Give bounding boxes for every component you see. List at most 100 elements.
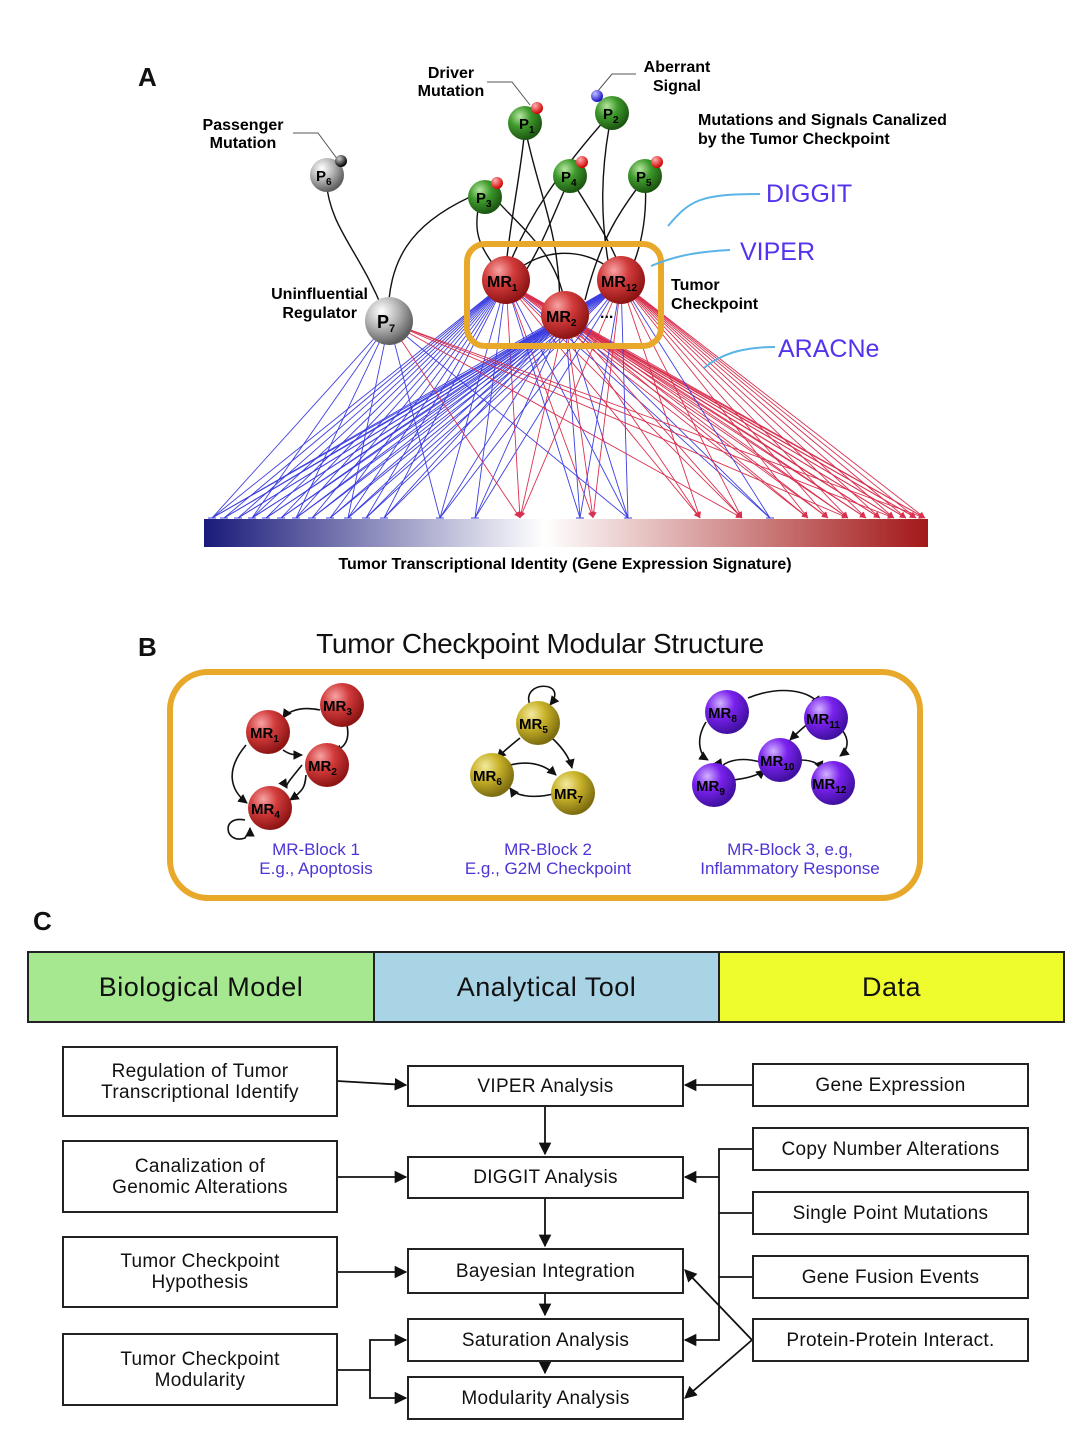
- node-p7: P7: [365, 297, 413, 345]
- node-b-mr10: MR10: [758, 738, 802, 782]
- activation-edge: [564, 316, 701, 519]
- activation-edge: [388, 321, 895, 519]
- repression-edge: [211, 281, 507, 519]
- repression-edge: [211, 321, 390, 519]
- activation-edge-arrowhead: [519, 511, 526, 518]
- panel-a-letter: A: [138, 62, 157, 92]
- tool-box-viper: VIPER Analysis: [407, 1065, 684, 1107]
- node-b-mr1: MR1: [246, 710, 290, 754]
- svg-text:MR-Block 2: MR-Block 2: [504, 840, 592, 859]
- svg-text:Passenger: Passenger: [203, 117, 284, 134]
- repression-edge: [505, 281, 581, 519]
- driver-mutation-dot: [531, 102, 543, 114]
- node-b-mr2: MR2: [305, 743, 349, 787]
- node-p6: P6: [310, 155, 347, 192]
- node-p3: P3: [468, 177, 503, 214]
- activation-edge: [620, 281, 809, 519]
- repression-edge: [505, 281, 629, 519]
- repression-edge: [295, 321, 390, 519]
- signature-label: Tumor Transcriptional Identity (Gene Exp…: [338, 556, 791, 573]
- repression-edge: [439, 316, 566, 519]
- node-p4: P4: [553, 156, 588, 193]
- activation-edge: [620, 281, 895, 519]
- svg-text:P6: P6: [316, 168, 332, 188]
- svg-text:MR12: MR12: [812, 776, 847, 796]
- driver-mutation-dot: [491, 177, 503, 189]
- svg-text:MR2: MR2: [546, 309, 577, 329]
- repression-edge: [579, 281, 622, 519]
- panel-c-letter: C: [33, 906, 52, 936]
- driver-mutation-dot: [651, 156, 663, 168]
- repression-edge: [388, 321, 629, 519]
- node-b-mr3: MR3: [320, 683, 364, 727]
- tool-box-saturation: Saturation Analysis: [407, 1318, 684, 1362]
- activation-edge-arrowhead: [909, 511, 916, 518]
- activation-edge: [505, 281, 594, 519]
- activation-edge: [620, 281, 881, 519]
- header-analytical-tool: Analytical Tool: [373, 951, 720, 1023]
- node-p1: P1: [508, 102, 543, 140]
- activation-edge: [388, 321, 521, 519]
- activation-edge: [620, 281, 701, 519]
- node-mr1: MR1: [482, 256, 530, 304]
- svg-text:P2: P2: [603, 106, 619, 126]
- activation-edge-arrowhead: [873, 511, 880, 518]
- svg-text:MR6: MR6: [473, 768, 502, 788]
- data-box-ppi: Protein-Protein Interact.: [752, 1318, 1029, 1362]
- repression-edge: [329, 281, 507, 519]
- activation-edge: [564, 316, 743, 519]
- header-data: Data: [718, 951, 1065, 1023]
- activation-edge: [388, 321, 743, 519]
- svg-text:P4: P4: [561, 169, 577, 189]
- activation-edge-arrowhead: [801, 511, 808, 518]
- mr-ellipsis: ...: [600, 305, 613, 322]
- repression-edge: [251, 281, 507, 519]
- panel-c-connectors: [336, 1078, 753, 1405]
- repression-edge: [474, 316, 566, 519]
- tumor-checkpoint-box: [464, 241, 664, 349]
- svg-text:MR9: MR9: [696, 778, 725, 798]
- activation-edge: [564, 316, 881, 519]
- svg-text:MR3: MR3: [323, 698, 352, 718]
- repression-edge: [388, 321, 441, 519]
- passenger-mutation-dot: [335, 155, 347, 167]
- tool-box-bayesian: Bayesian Integration: [407, 1248, 684, 1294]
- activation-edge: [564, 316, 907, 519]
- block2-caption: MR-Block 2 E.g., G2M Checkpoint: [465, 840, 632, 878]
- svg-text:MR-Block 1: MR-Block 1: [272, 840, 360, 859]
- activation-edge-arrowhead: [695, 511, 701, 518]
- repression-edge: [620, 281, 771, 519]
- svg-text:Inflammatory Response: Inflammatory Response: [700, 859, 880, 878]
- svg-text:MR10: MR10: [760, 753, 795, 773]
- svg-text:MR4: MR4: [251, 801, 280, 821]
- svg-text:P1: P1: [519, 116, 535, 136]
- svg-text:Tumor: Tumor: [671, 277, 720, 294]
- panel-a-diagram: Tumor Transcriptional Identity (Gene Exp…: [203, 59, 947, 573]
- activation-edge-arrowhead: [841, 512, 848, 519]
- activation-edge: [592, 281, 622, 519]
- repression-edge: [329, 316, 566, 519]
- activation-edge-arrowhead: [735, 512, 742, 518]
- block1-caption: MR-Block 1 E.g., Apoptosis: [259, 840, 372, 878]
- repression-edge: [564, 316, 629, 519]
- repression-edge: [439, 281, 507, 519]
- node-b-mr9: MR9: [692, 763, 736, 807]
- svg-text:MR12: MR12: [601, 274, 637, 294]
- model-box-checkpoint-hypothesis: Tumor Checkpoint Hypothesis: [62, 1236, 338, 1308]
- repression-edge: [564, 316, 581, 519]
- activation-edge-arrowhead: [821, 511, 828, 518]
- node-mr2: MR2: [541, 291, 589, 339]
- node-b-mr6: MR6: [470, 753, 514, 797]
- svg-text:Uninfluential: Uninfluential: [271, 286, 368, 303]
- header-biological-model: Biological Model: [27, 951, 375, 1023]
- activation-edge-arrowhead: [590, 511, 597, 518]
- activation-edge-arrowhead: [918, 513, 925, 519]
- svg-text:Signal: Signal: [653, 78, 701, 95]
- node-b-mr7: MR7: [551, 771, 595, 815]
- node-b-mr12: MR12: [811, 761, 855, 805]
- model-box-checkpoint-modularity: Tumor Checkpoint Modularity: [62, 1333, 338, 1406]
- panel-b-diagram: MR3 MR1 MR2 MR4 MR5 MR6 MR7 MR8 MR11 MR1…: [167, 669, 923, 901]
- driver-mutation-dot: [576, 156, 588, 168]
- activation-edge: [620, 281, 829, 519]
- activation-edge-arrowhead: [899, 511, 906, 518]
